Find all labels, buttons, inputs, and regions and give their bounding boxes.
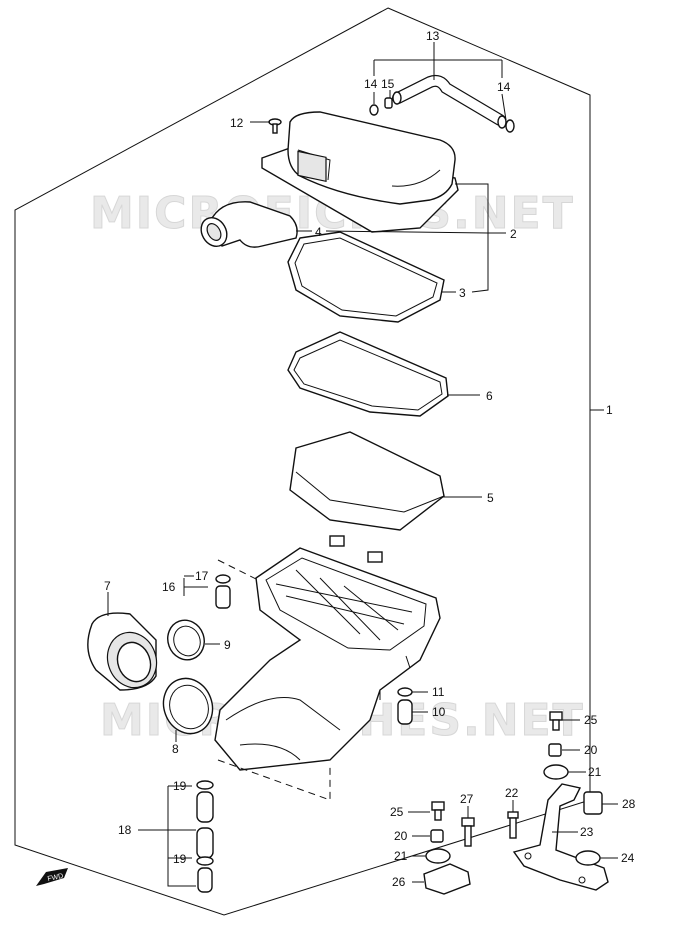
fwd-arrow-icon: FWD [36,868,68,886]
fwd-label: FWD [47,873,64,883]
callout-5: 5 [487,491,494,505]
callout-19-top: 19 [173,779,187,793]
callout-2: 2 [510,227,517,241]
intake-duct [200,201,298,248]
callout-25-left: 25 [390,805,404,819]
clamp-part-11 [397,687,413,697]
callout-16: 16 [162,580,176,594]
clamp-part-19-top [196,780,214,790]
callout-25-right: 25 [584,713,598,727]
callout-4: 4 [315,225,322,239]
clamp-part-19-bottom [196,856,214,866]
hose-part-13 [392,74,507,129]
callout-17: 17 [195,569,209,583]
sponge-part-5 [289,431,445,531]
gasket-part-3 [287,231,445,323]
assembly-boundary [14,7,591,916]
callout-15: 15 [381,77,395,91]
callout-10: 10 [432,705,446,719]
element-part-6 [287,331,449,417]
bolt-part-22 [507,811,519,839]
callout-21-right: 21 [588,765,602,779]
callout-24: 24 [621,851,635,865]
clamp-part-8 [162,677,214,735]
bracket-part-26 [423,863,471,895]
callout-7: 7 [104,579,111,593]
callout-1: 1 [606,403,613,417]
callout-23: 23 [580,825,594,839]
fitting-part-15 [384,97,393,109]
plug-part-10 [397,699,413,725]
callout-18: 18 [118,823,132,837]
callout-14-right: 14 [497,80,511,94]
callout-8: 8 [172,742,179,756]
inlet-part-7 [87,612,158,691]
clamp-part-9 [167,619,205,661]
callout-3: 3 [459,286,466,300]
callout-14-left: 14 [364,77,378,91]
grommet-part-21-left [425,848,451,864]
hose-part-18 [196,791,214,893]
air-cleaner-cap [261,111,459,233]
clamp-part-14-right [505,119,515,133]
callout-13: 13 [426,29,440,43]
callout-9: 9 [224,638,231,652]
bolt-part-27 [461,817,475,847]
leader-lines [107,42,618,887]
callout-21-left: 21 [394,849,408,863]
bolt-part-25-left [431,801,445,821]
drain-plug-part-16 [215,585,231,609]
callout-11: 11 [432,685,445,699]
callout-20-left: 20 [394,829,408,843]
collar-part-20-right [548,743,562,757]
screw-part-12 [268,118,282,134]
nut-part-28 [583,791,603,815]
callout-22: 22 [505,786,519,800]
callout-19-bottom: 19 [173,852,187,866]
callout-6: 6 [486,389,493,403]
callout-12: 12 [230,116,244,130]
clamp-part-14-left [369,104,379,116]
callout-labels: 1 2 3 4 5 6 7 8 9 10 11 12 13 14 14 15 1… [104,29,636,889]
callout-28: 28 [622,797,636,811]
bolt-part-25-right [549,711,563,731]
grommet-part-21-right [543,764,569,780]
collar-part-20-left [430,829,444,843]
callout-20-right: 20 [584,743,598,757]
callout-26: 26 [392,875,406,889]
callout-27: 27 [460,792,474,806]
grommet-part-24 [575,850,601,866]
clamp-part-17 [215,574,231,584]
air-cleaner-case [214,535,441,801]
